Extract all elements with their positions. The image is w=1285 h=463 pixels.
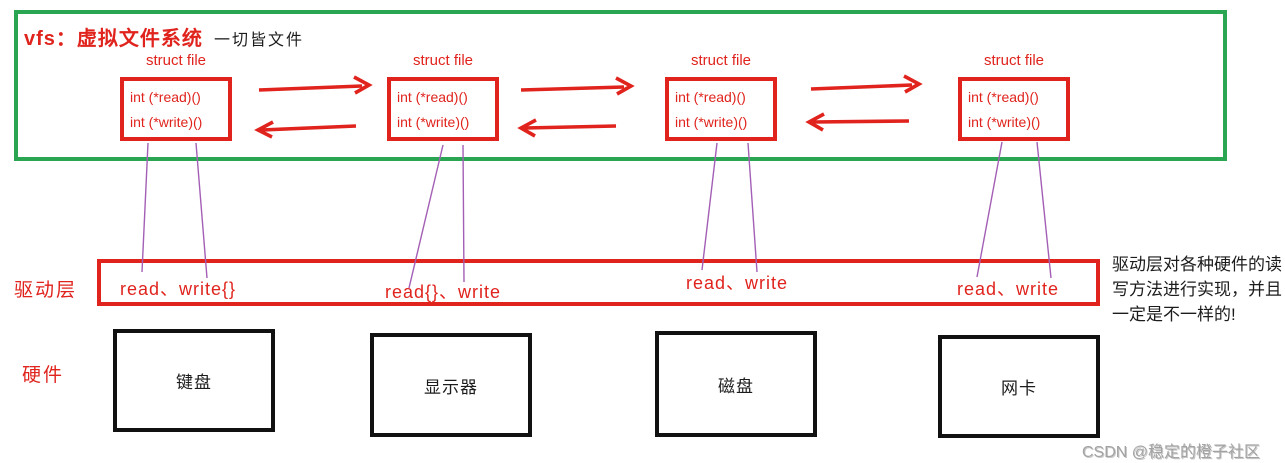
struct-file-box: int (*read)() int (*write)() bbox=[387, 77, 499, 141]
struct-file-box: int (*read)() int (*write)() bbox=[120, 77, 232, 141]
driver-entry-keyboard: read、write{} bbox=[120, 279, 237, 299]
vfs-subtitle: 一切皆文件 bbox=[214, 32, 305, 49]
hardware-name: 显示器 bbox=[424, 377, 478, 397]
struct-write-line: int (*write)() bbox=[675, 114, 748, 130]
hardware-name: 网卡 bbox=[1001, 379, 1037, 398]
struct-file-node-2: struct file int (*read)() int (*write)() bbox=[387, 52, 499, 141]
struct-file-label: struct file bbox=[412, 52, 473, 69]
struct-write-line: int (*write)() bbox=[397, 114, 470, 130]
connector-read-4 bbox=[976, 141, 1003, 278]
driver-entry-display: read{}、write bbox=[385, 282, 502, 302]
driver-entry-network: read、write bbox=[957, 279, 1060, 299]
hardware-box-keyboard: 键盘 bbox=[113, 329, 275, 432]
driver-note: 驱动层对各种硬件的读 写方法进行实现，并且 一定是不一样的! bbox=[1112, 252, 1285, 327]
hardware-box-network: 网卡 bbox=[938, 335, 1100, 438]
connector-read-3 bbox=[701, 142, 718, 271]
struct-read-line: int (*read)() bbox=[130, 89, 201, 105]
driver-layer-label: 驱动层 bbox=[14, 280, 78, 301]
driver-note-line-2: 写方法进行实现，并且 bbox=[1112, 280, 1282, 299]
hardware-name: 键盘 bbox=[176, 373, 212, 392]
struct-file-box: int (*read)() int (*write)() bbox=[958, 77, 1070, 141]
driver-note-line-3: 一定是不一样的! bbox=[1112, 305, 1236, 324]
driver-entry-disk: read、write bbox=[686, 273, 789, 293]
connector-read-1 bbox=[141, 142, 149, 273]
struct-read-line: int (*read)() bbox=[675, 89, 746, 105]
struct-write-line: int (*write)() bbox=[130, 114, 203, 130]
struct-file-node-3: struct file int (*read)() int (*write)() bbox=[665, 52, 777, 141]
vfs-container-box bbox=[14, 10, 1227, 161]
hardware-name: 磁盘 bbox=[718, 376, 754, 396]
hardware-label: 硬件 bbox=[22, 365, 65, 386]
connector-write-4 bbox=[1036, 141, 1052, 279]
hardware-box-display: 显示器 bbox=[370, 333, 532, 437]
struct-file-label: struct file bbox=[690, 52, 751, 69]
struct-read-line: int (*read)() bbox=[968, 89, 1039, 105]
driver-note-line-1: 驱动层对各种硬件的读 bbox=[1112, 255, 1282, 274]
connector-write-1 bbox=[195, 142, 208, 279]
hardware-box-disk: 磁盘 bbox=[655, 331, 817, 437]
struct-file-box: int (*read)() int (*write)() bbox=[665, 77, 777, 141]
csdn-watermark: CSDN @稳定的橙子社区 bbox=[1082, 444, 1261, 461]
struct-file-label: struct file bbox=[983, 52, 1044, 69]
struct-file-node-1: struct file int (*read)() int (*write)() bbox=[120, 52, 232, 141]
connector-write-3 bbox=[747, 142, 758, 273]
struct-file-node-4: struct file int (*read)() int (*write)() bbox=[958, 52, 1070, 141]
vfs-title: vfs：虚拟文件系统 bbox=[24, 28, 203, 50]
struct-file-label: struct file bbox=[145, 52, 206, 69]
driver-layer-box bbox=[97, 259, 1100, 306]
struct-read-line: int (*read)() bbox=[397, 89, 468, 105]
struct-write-line: int (*write)() bbox=[968, 114, 1041, 130]
